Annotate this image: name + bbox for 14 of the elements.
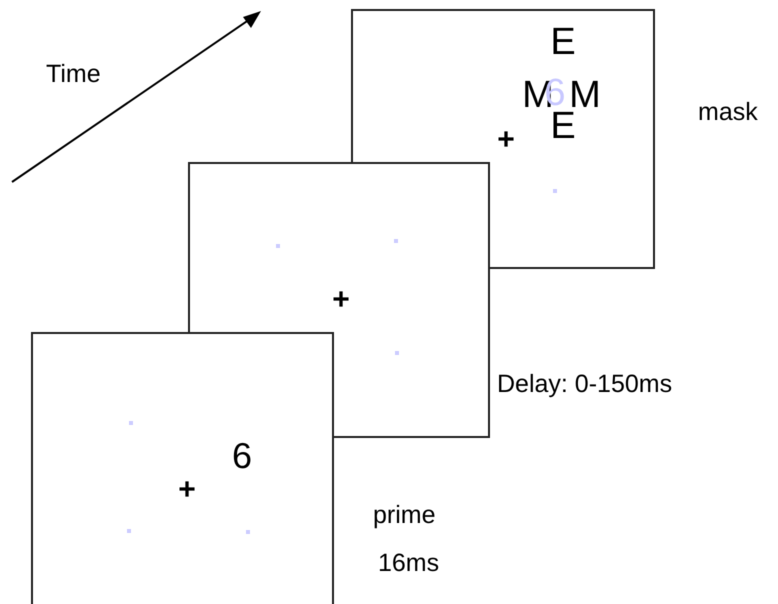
fixation-cross: +: [332, 285, 350, 315]
stimulus-caption: 16ms: [378, 551, 440, 576]
stimulus-frame: [31, 332, 334, 604]
fixation-cross: +: [178, 475, 196, 505]
stimulus-caption: prime: [373, 503, 436, 528]
stimulus-caption: mask: [698, 100, 758, 125]
stimulus-caption: Delay: 0-150ms: [497, 372, 672, 397]
stimulus-frame: [351, 9, 655, 269]
mask-letter: E: [550, 23, 576, 61]
axis-label: Time: [46, 62, 101, 87]
mask-letter: E: [550, 107, 576, 145]
stimulus-digit: 6: [232, 438, 252, 474]
fixation-cross: +: [497, 125, 515, 155]
stimulus-frame: [188, 162, 490, 438]
